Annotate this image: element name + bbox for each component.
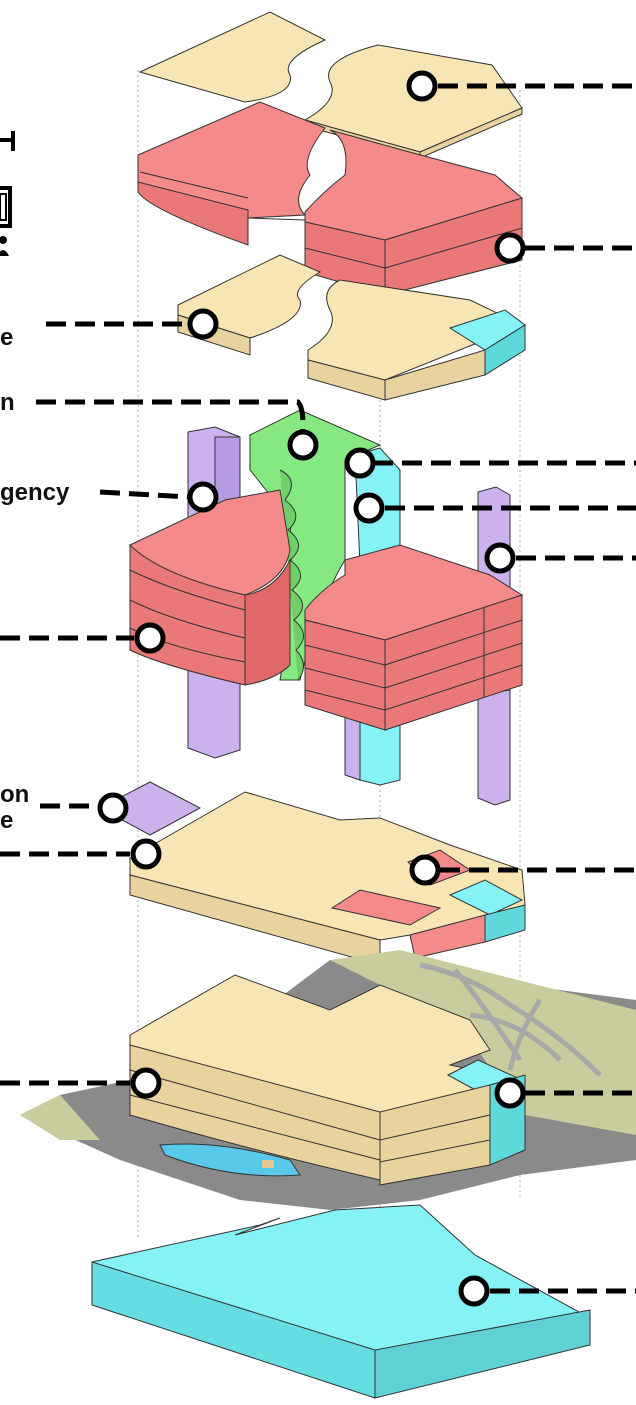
marker-purple-ramp [97,792,129,824]
leader-emergency [99,489,191,500]
marker-lower-slab [130,838,162,870]
lower-cream-slab [98,781,526,966]
legend-icons [0,131,15,256]
marker-ground [130,1067,162,1099]
marker-basement [458,1275,490,1307]
marker-emergency [187,481,219,513]
window-icon [0,186,12,228]
marker-ground-cyan [494,1077,526,1109]
markers [97,70,526,1307]
leader-lines [0,83,636,1294]
marker-mid-red [134,622,166,654]
label-on: on [0,781,29,808]
label-n: n [0,389,15,416]
mid-red-stack-left [129,489,291,686]
marker-upper-red [494,232,526,264]
marker-atrium [287,429,319,461]
label-gency: gency [0,479,70,506]
text-labels: e n gency on e [0,324,70,834]
label-e1: e [0,324,13,351]
ground-floor-block [129,974,526,1186]
marker-cyan-core-2 [353,492,385,524]
upper-red-block [137,101,524,296]
label-e2: e [0,807,13,834]
roof-slab-left [138,11,327,103]
marker-purple-core [484,542,516,574]
marker-roof [406,70,438,102]
mid-red-stack-right [304,544,524,731]
person-icon [0,236,9,256]
marker-red-inset [409,854,441,886]
h-glyph-icon [0,131,15,151]
basement-slab [91,1204,592,1399]
marker-mid-cream [187,308,219,340]
marker-cyan-core [344,447,376,479]
